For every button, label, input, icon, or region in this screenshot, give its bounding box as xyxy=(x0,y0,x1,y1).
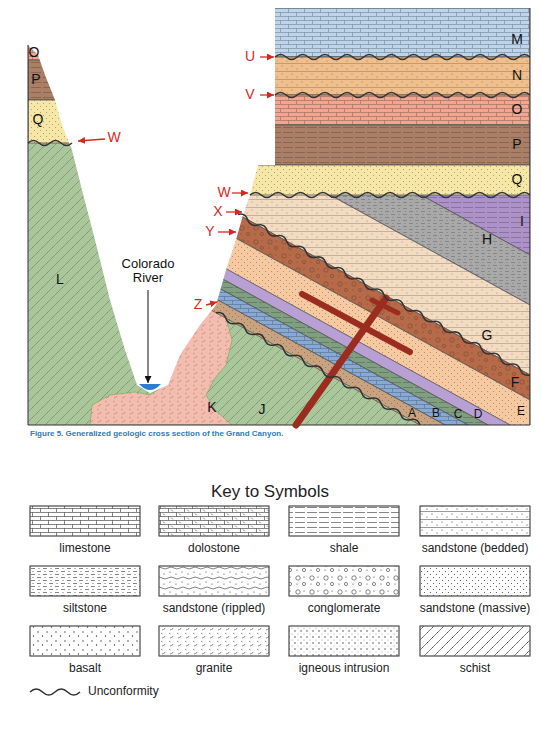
layer-letter: J xyxy=(259,402,266,417)
layer-letter: Q xyxy=(512,172,523,187)
boundary-letter: W xyxy=(217,185,230,200)
river-water xyxy=(139,384,161,390)
boundary-arrows xyxy=(78,57,274,305)
section-frame xyxy=(28,8,530,425)
legend-label: igneous intrusion xyxy=(299,662,390,675)
legend-label: conglomerate xyxy=(308,602,381,615)
layer-letter: G xyxy=(482,328,493,343)
margin-left xyxy=(0,0,28,431)
igneous-intrusion xyxy=(296,294,410,425)
layer-letter: H xyxy=(482,232,492,247)
margin-right xyxy=(530,0,541,431)
boundary-letter: Z xyxy=(194,297,203,312)
legend-label: siltstone xyxy=(63,602,107,615)
layer-letter: A xyxy=(408,407,416,420)
legend-label: shale xyxy=(330,542,359,555)
canyon-void xyxy=(0,0,275,393)
layer-letter: Q xyxy=(33,112,44,127)
layer-letter: I xyxy=(520,214,524,229)
layer-letter: L xyxy=(56,272,64,287)
unconformity-line xyxy=(28,141,72,146)
layer-letter: O xyxy=(29,45,40,60)
legend-label: dolostone xyxy=(188,542,240,555)
legend-swatches xyxy=(30,506,530,656)
layer-letter: D xyxy=(474,408,483,421)
layer-letter: C xyxy=(454,408,463,421)
unconformity-line xyxy=(275,93,530,98)
unconformity-line xyxy=(250,193,530,198)
layer-letter: B xyxy=(432,407,440,420)
legend-label: sandstone (bedded) xyxy=(422,542,529,555)
legend-label: granite xyxy=(196,662,233,675)
layer-letter: K xyxy=(207,400,216,415)
layer-letter: N xyxy=(512,68,522,83)
legend-label: Unconformity xyxy=(88,685,159,698)
unconformity-lines xyxy=(28,55,530,426)
sky-band xyxy=(0,0,541,8)
river-pointer xyxy=(148,290,149,383)
legend-heading: Key to Symbols xyxy=(211,483,329,502)
layer-letter: P xyxy=(512,137,521,152)
river-label: Colorado River xyxy=(116,257,180,286)
boundary-letter: Y xyxy=(205,224,214,239)
boundary-letter: X xyxy=(213,204,222,219)
layer-letter: M xyxy=(511,32,523,47)
legend-label: limestone xyxy=(59,542,110,555)
unconformity-line xyxy=(216,312,420,425)
layer-letter: E xyxy=(517,405,525,418)
legend-label: schist xyxy=(460,662,491,675)
legend-unconformity-symbol xyxy=(30,689,80,695)
layer-letter: F xyxy=(511,375,520,390)
boundary-letter: U xyxy=(245,49,255,64)
layer-letter: O xyxy=(512,102,523,117)
legend-label: sandstone (massive) xyxy=(420,602,531,615)
layer-letter: P xyxy=(31,72,40,87)
legend-label: basalt xyxy=(69,662,101,675)
boundary-letter: W xyxy=(107,130,120,145)
unconformity-line xyxy=(275,55,530,60)
boundary-letter: V xyxy=(245,87,254,102)
unconformity-line xyxy=(238,214,530,375)
figure-caption: Figure 5. Generalized geologic cross sec… xyxy=(30,429,283,438)
legend-label: sandstone (rippled) xyxy=(163,602,266,615)
